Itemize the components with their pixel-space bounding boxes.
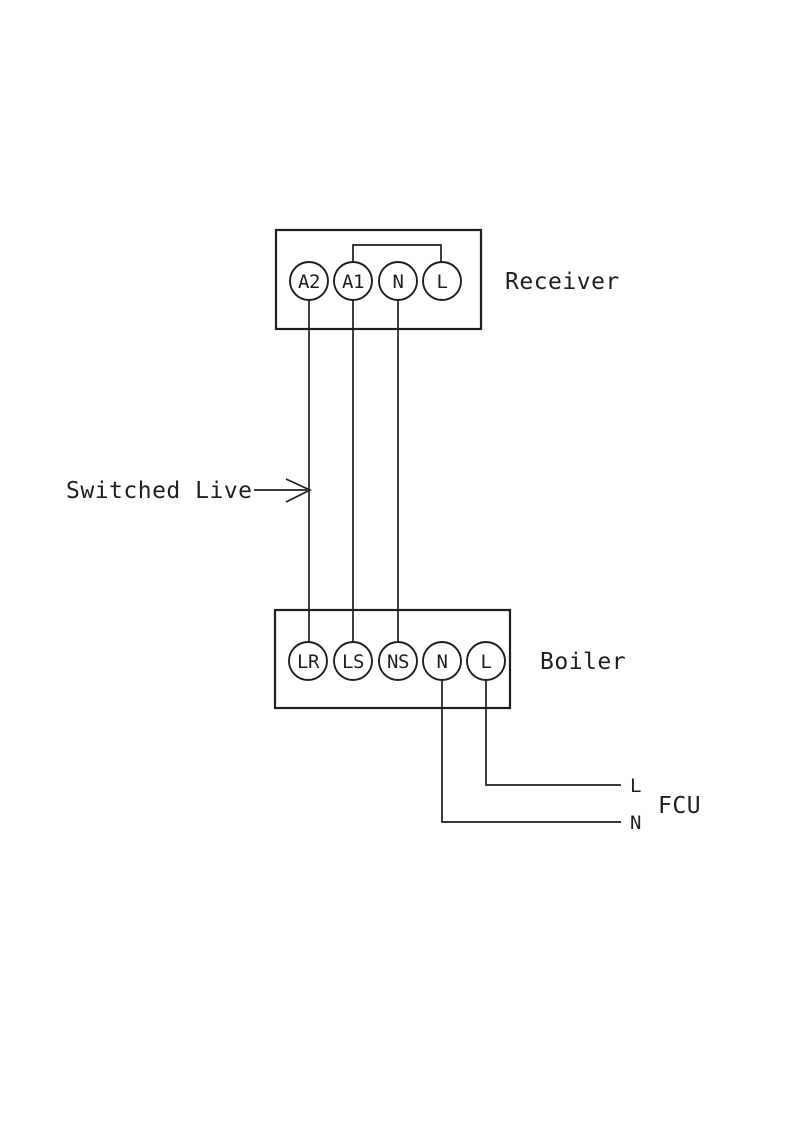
boiler-terminal-ls bbox=[333, 641, 373, 681]
receiver-terminal-l bbox=[422, 261, 462, 301]
right-arrow-icon bbox=[285, 478, 312, 503]
receiver-terminal-n bbox=[378, 261, 418, 301]
boiler-terminal-ns-label: NS bbox=[387, 651, 409, 673]
receiver-terminal-l-label: L bbox=[437, 271, 448, 293]
wire-boiler-n-to-fcu bbox=[441, 680, 621, 823]
boiler-unit: LR LS NS N L Boiler bbox=[273, 608, 626, 823]
receiver-terminal-a1-label: A1 bbox=[342, 271, 364, 293]
boiler-terminal-lr bbox=[288, 641, 328, 681]
boiler-terminal-n-label: N bbox=[437, 651, 448, 673]
boiler-box bbox=[273, 608, 512, 710]
fcu-connection: L N FCU bbox=[630, 775, 701, 834]
receiver-unit: A2 A1 N L Receiver bbox=[274, 228, 620, 643]
receiver-terminal-n-label: N bbox=[393, 271, 404, 293]
fcu-label: FCU bbox=[658, 793, 701, 819]
receiver-label: Receiver bbox=[505, 269, 620, 295]
boiler-terminal-n bbox=[422, 641, 462, 681]
wire-boiler-l-to-fcu bbox=[485, 680, 621, 786]
receiver-box bbox=[274, 228, 483, 331]
boiler-terminal-ls-label: LS bbox=[342, 651, 364, 673]
boiler-terminal-ns bbox=[378, 641, 418, 681]
boiler-label: Boiler bbox=[540, 649, 626, 675]
fcu-neutral-label: N bbox=[630, 812, 641, 834]
boiler-terminal-lr-label: LR bbox=[297, 651, 320, 673]
boiler-terminal-l bbox=[466, 641, 506, 681]
link-wire-a1-to-l bbox=[352, 244, 442, 263]
switched-live-label: Switched Live bbox=[66, 478, 253, 504]
receiver-terminal-a2-label: A2 bbox=[298, 271, 320, 293]
receiver-terminal-a2 bbox=[289, 261, 329, 301]
fcu-live-label: L bbox=[630, 775, 641, 797]
receiver-terminal-a1 bbox=[333, 261, 373, 301]
switched-live-callout: Switched Live bbox=[66, 478, 312, 504]
boiler-terminal-l-label: L bbox=[481, 651, 492, 673]
